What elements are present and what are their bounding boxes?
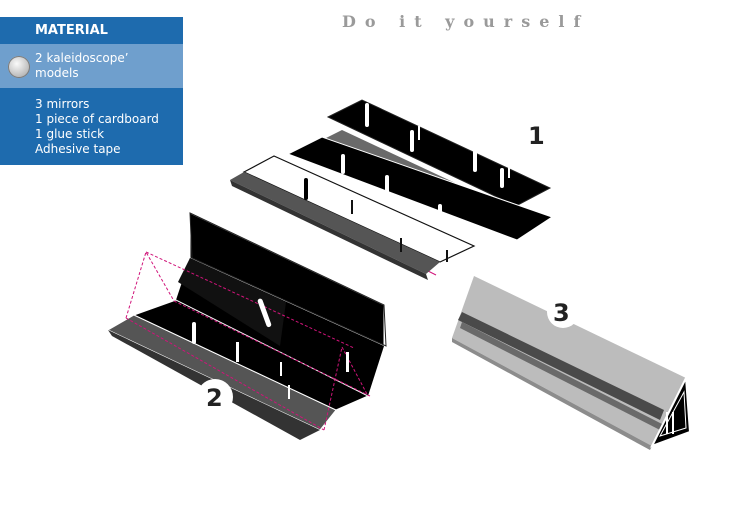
pdf-icon[interactable] xyxy=(8,56,30,78)
material-item: 1 piece of cardboard xyxy=(35,112,159,126)
material-panel: MATERIAL 2 kaleidoscope’ models 3 mirror… xyxy=(0,17,183,165)
material-item: Adhesive tape xyxy=(35,142,121,156)
material-item: 3 mirrors xyxy=(35,97,90,111)
materials-list: 3 mirrors 1 piece of cardboard 1 glue st… xyxy=(0,88,183,165)
page-title: Do it yourself xyxy=(342,12,590,31)
step-3-prism xyxy=(452,276,692,450)
step-3-label: 3 xyxy=(553,299,570,327)
material-header: MATERIAL xyxy=(0,17,183,44)
material-item: 1 glue stick xyxy=(35,127,105,141)
models-link[interactable]: 2 kaleidoscope’ models xyxy=(0,44,183,88)
step-1-pieces xyxy=(230,99,554,280)
step-1-label: 1 xyxy=(528,122,545,150)
step-2-folded xyxy=(106,212,387,440)
step-2-label: 2 xyxy=(206,384,223,412)
models-link-line1[interactable]: 2 kaleidoscope’ xyxy=(35,51,129,65)
models-link-line2[interactable]: models xyxy=(35,66,79,80)
